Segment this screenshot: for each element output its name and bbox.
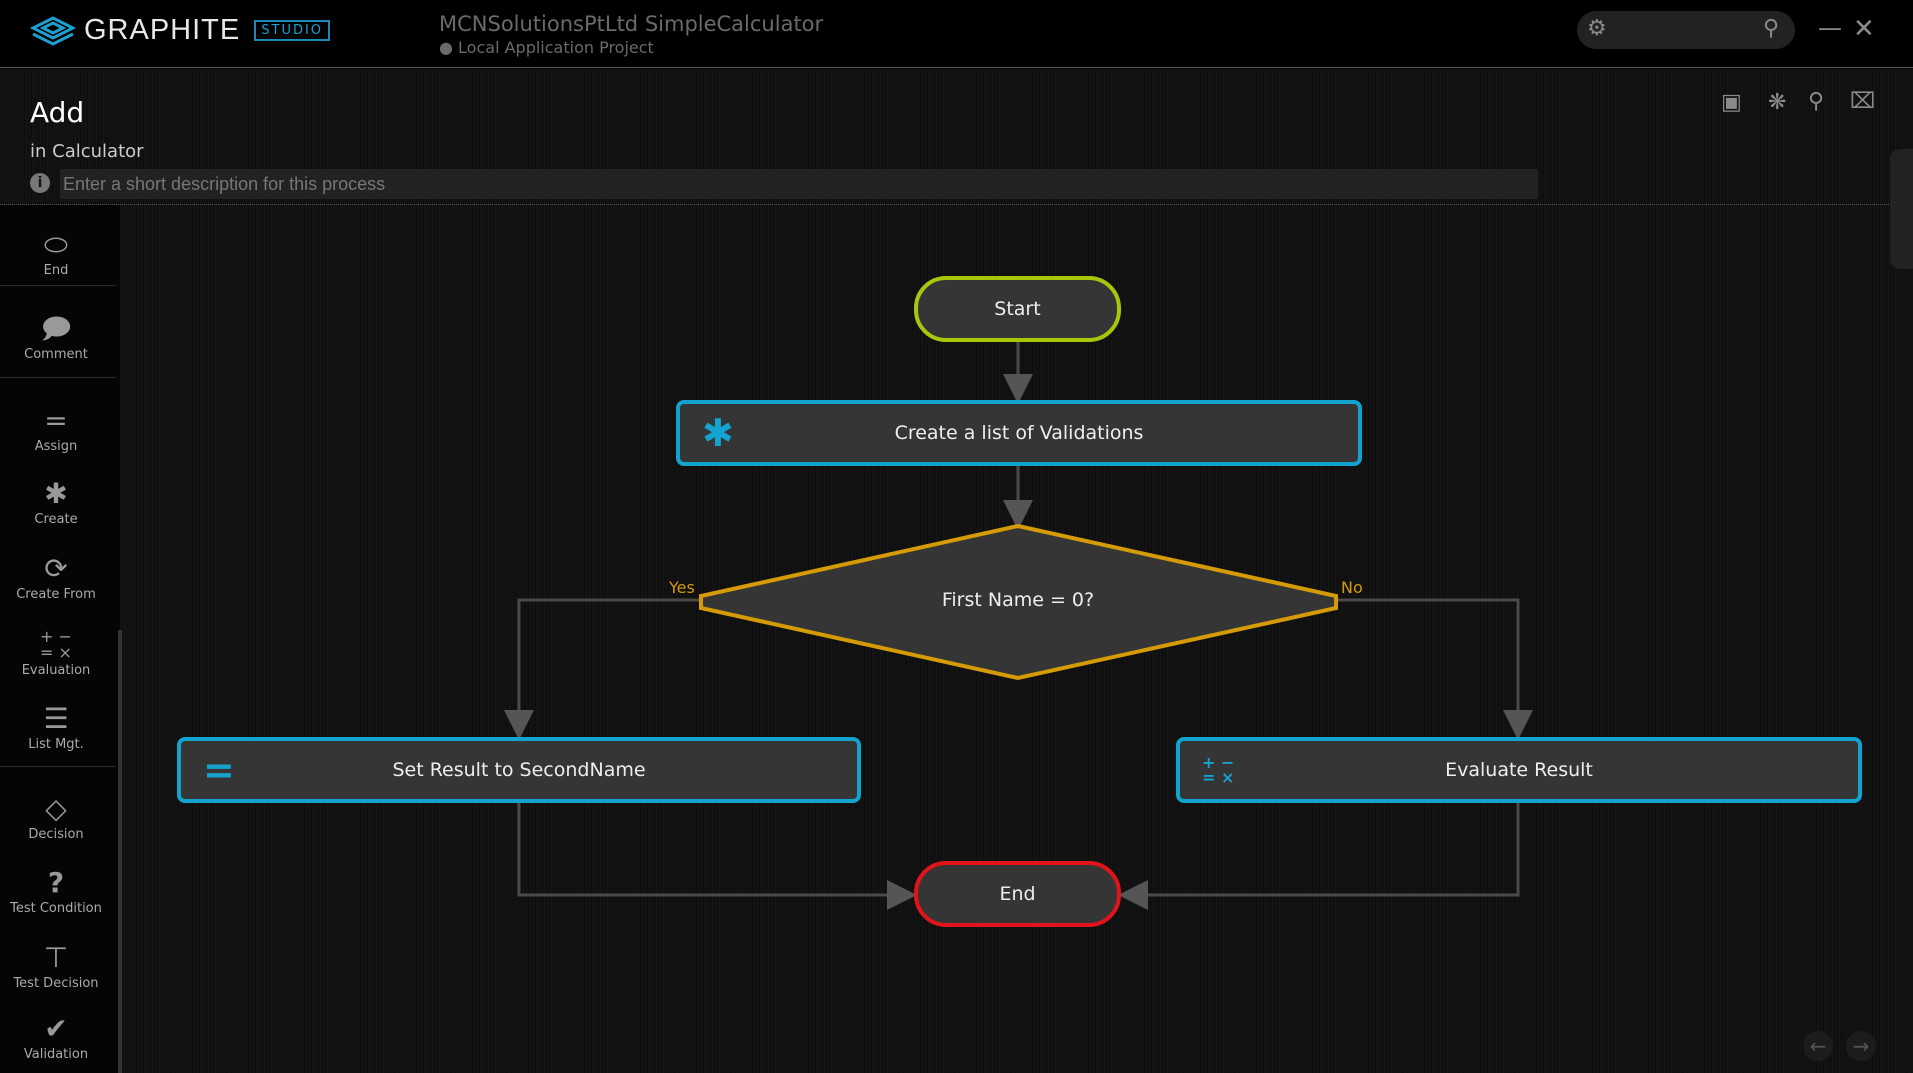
minimize-icon[interactable]: — [1818,14,1842,42]
start-node-label: Start [994,298,1041,320]
logo-badge: STUDIO [254,20,331,41]
sidebar-scrollbar[interactable] [118,630,122,1073]
equals-icon: = [44,404,68,437]
connector-no [1336,598,1533,740]
forward-arrow-icon[interactable]: → [1846,1031,1876,1061]
no-label: No [1341,578,1363,597]
toolbox-item-evaluation[interactable]: + −= ×Evaluation [0,627,112,679]
toolbox-item-list-mgt[interactable]: ☰ List Mgt. [0,702,112,753]
toolbox-item-validation[interactable]: ✔ Validation [0,1012,112,1063]
oval-icon: ⬭ [44,228,68,261]
logo-text: GRAPHITE [84,14,241,46]
project-subtitle-text: Local Application Project [458,38,654,57]
asterisk-icon: ✱ [44,477,68,510]
toolbox-item-decision[interactable]: ◇ Decision [0,792,112,843]
description-input[interactable] [60,169,1538,199]
project-subtitle: ● Local Application Project [439,38,654,57]
question-icon: ? [47,866,65,899]
toolbox-item-label: List Mgt. [28,737,84,752]
title-bar: GRAPHITE STUDIO MCNSolutionsPtLtd Simple… [0,0,1913,68]
toolbox-item-label: Evaluation [21,663,91,678]
toolbox-sidebar: ⬭ End 🗩 Comment = Assign ✱ Create ⟳ Create Fr… [0,205,122,1073]
start-node[interactable]: Start [914,276,1121,342]
connector-yes [504,598,701,740]
evaluate-node[interactable]: + −= × Evaluate Result [1176,737,1862,803]
toolbox-item-test-decision[interactable]: ⊤ Test Decision [0,941,112,992]
evaluate-node-label: Evaluate Result [1445,759,1593,781]
assign-node[interactable]: = Set Result to SecondName [177,737,861,803]
broadcast-icon[interactable]: ▣ [1721,90,1742,115]
toolbox-item-assign[interactable]: = Assign [0,404,112,455]
page-context: in Calculator [30,141,144,162]
connector-assign-end [517,803,917,910]
gear-icon[interactable]: ⚙ [1587,16,1607,41]
divider [0,766,116,767]
project-title: MCNSolutionsPtLtd SimpleCalculator [439,12,824,36]
math-ops-icon: + −= × [1202,753,1235,787]
location-pin-icon: ● [439,38,459,57]
side-panel-handle[interactable] [1890,149,1913,269]
info-icon: i [30,173,50,193]
page-title: Add [30,96,85,129]
toolbox-item-label: Test Condition [10,901,102,916]
global-search: ⚙ ⚲ [1577,11,1795,49]
test-decision-icon: ⊤ [43,941,69,974]
create-node[interactable]: ✱ Create a list of Validations [676,400,1362,466]
assign-node-label: Set Result to SecondName [392,759,646,781]
toolbox-item-label: Assign [34,439,78,454]
description-field [60,169,1538,199]
toolbox-item-create[interactable]: ✱ Create [0,477,112,528]
create-from-icon: ⟳ [44,552,68,585]
divider [0,377,116,378]
close-box-icon[interactable]: ⌧ [1850,89,1876,114]
toolbox-item-label: Create From [16,587,96,602]
end-node[interactable]: End [914,861,1121,927]
back-arrow-icon[interactable]: ← [1803,1031,1833,1061]
asterisk-icon: ✱ [702,411,734,455]
toolbox-item-label: Create [34,512,78,527]
diamond-icon: ◇ [45,792,67,825]
end-node-label: End [999,883,1036,905]
toolbox-item-label: End [43,263,69,278]
toolbox-item-label: Test Decision [13,976,99,991]
toolbox-item-test-condition[interactable]: ? Test Condition [0,866,112,917]
divider [0,285,116,286]
decision-node-label: First Name = 0? [941,589,1095,611]
toolbox-item-end[interactable]: ⬭ End [0,228,112,279]
connector-evaluate-end [1118,803,1520,910]
create-node-label: Create a list of Validations [894,422,1144,444]
global-search-input[interactable] [1621,17,1751,43]
bug-icon[interactable]: ❋ [1768,90,1787,115]
math-ops-icon: + −= × [40,627,72,662]
close-icon[interactable]: ✕ [1853,14,1875,44]
toolbox-item-label: Decision [28,827,84,842]
toolbox-item-label: Validation [23,1047,89,1062]
app-logo: GRAPHITE STUDIO [30,14,331,47]
graphite-logo-icon [30,15,76,46]
toolbox-item-create-from[interactable]: ⟳ Create From [0,552,112,603]
equals-icon: = [203,748,235,792]
decision-node-shape[interactable] [699,523,1338,681]
divider [0,204,1913,205]
list-icon: ☰ [43,702,69,735]
comment-icon: 🗩 [40,312,72,345]
yes-label: Yes [669,578,695,597]
toolbox-item-label: Comment [24,347,88,362]
toolbox-item-comment[interactable]: 🗩 Comment [0,312,112,363]
check-icon: ✔ [44,1012,68,1045]
